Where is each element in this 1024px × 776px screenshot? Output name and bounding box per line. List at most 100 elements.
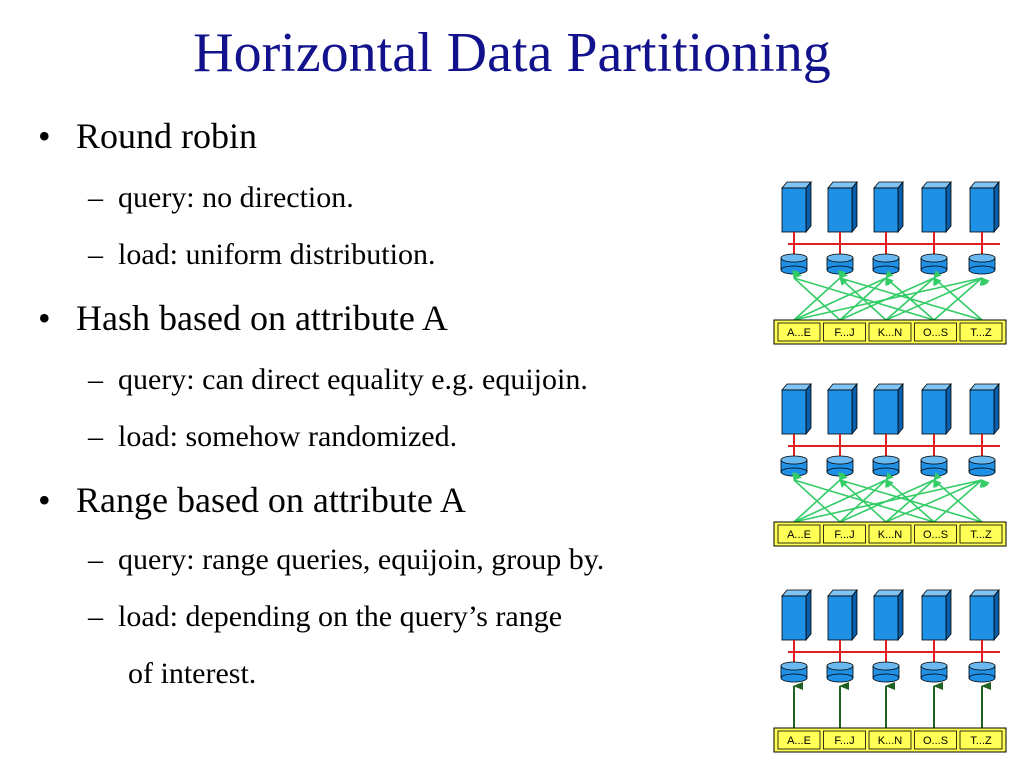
range-box [823,524,866,544]
disk-icon [780,455,808,477]
range-label: K...N [878,327,903,339]
sub-bullet-text: query: range queries, equijoin, group by… [118,543,605,576]
bullet-hash: • Hash based on attribute A [38,298,448,338]
range-box [914,524,957,544]
data-flow-arrow [933,479,990,523]
disk-icon [780,253,808,275]
data-flow-arrow [793,270,841,321]
range-box [823,730,866,750]
disk-icon [872,253,900,275]
data-flow-arrow [793,479,988,523]
data-flow-arrow [885,479,989,523]
data-flow-arrow [885,277,989,321]
dash-mark: – [88,543,103,576]
sub-bullet: –query: range queries, equijoin, group b… [88,540,604,580]
range-box [914,730,957,750]
sub-bullet: –load: depending on the query’s range [88,597,562,637]
sub-bullet-text: query: no direction. [118,181,354,214]
range-label: T...Z [970,529,992,541]
disk-icon [780,661,808,683]
dash-mark: – [88,600,103,633]
dash-mark: – [88,238,103,271]
bullet-text: Hash based on attribute A [76,298,448,338]
range-label: O...S [923,529,948,541]
server-icon [873,588,904,642]
range-label: O...S [923,735,948,747]
disk-icon [826,661,854,683]
range-label: F...J [834,735,854,747]
data-flow-arrow [885,277,942,321]
server-icon [969,588,1000,642]
range-box [777,322,821,342]
dash-mark: – [88,181,103,214]
range-box [777,730,821,750]
bullet-text: Range based on attribute A [76,480,466,520]
server-icon [827,180,858,234]
data-flow-arrow [793,479,893,523]
disk-icon [968,661,996,683]
bullet-mark: • [38,480,51,520]
range-label: A...E [787,735,811,747]
range-label: F...J [834,529,854,541]
sub-bullet-text: query: can direct equality e.g. equijoin… [118,363,588,396]
bullet-mark: • [38,298,51,338]
sub-bullet-text: load: somehow randomized. [118,420,458,453]
slide-title: Horizontal Data Partitioning [193,22,831,84]
data-flow-arrow [885,479,942,523]
server-icon [827,588,858,642]
server-icon [969,180,1000,234]
range-box [868,730,912,750]
range-label: O...S [923,327,948,339]
range-box [868,524,912,544]
range-box [914,322,957,342]
disk-icon [968,253,996,275]
sub-bullet-text: load: uniform distribution. [118,238,436,271]
dash-mark: – [88,420,103,453]
data-flow-arrow [839,479,894,523]
disk-icon [920,661,948,683]
server-icon [827,382,858,436]
range-box [959,524,1003,544]
data-flow-arrow [793,277,988,321]
round-robin-diagram: A...E F...J K...N O...S T...Z [768,178,1012,368]
disk-icon [920,455,948,477]
disk-icon [920,253,948,275]
bullet-round-robin: • Round robin [38,116,257,156]
disk-icon [826,253,854,275]
server-icon [921,382,952,436]
dash-mark: – [88,363,103,396]
sub-bullet: –load: somehow randomized. [88,417,457,457]
range-label: K...N [878,735,903,747]
range-box [959,322,1003,342]
sub-bullet: –load: uniform distribution. [88,235,435,275]
range-label: K...N [878,529,903,541]
sub-bullet-continuation: of interest. [128,657,257,690]
bullet-mark: • [38,116,51,156]
range-label: T...Z [970,735,992,747]
range-box [777,524,821,544]
server-icon [781,180,812,234]
data-flow-arrow [793,472,841,523]
disk-icon [872,455,900,477]
range-label: F...J [834,327,854,339]
disk-icon [872,661,900,683]
range-box [823,322,866,342]
server-icon [969,382,1000,436]
partition-diagram-svg: A...E F...J K...N O...S T...Z [773,588,1007,753]
range-label: A...E [787,327,811,339]
server-icon [921,588,952,642]
bullet-text: Round robin [76,116,258,156]
server-icon [781,588,812,642]
range-diagram: A...E F...J K...N O...S T...Z [768,586,1012,776]
disk-icon [968,455,996,477]
range-box [959,730,1003,750]
range-label: T...Z [970,327,992,339]
sub-bullet: –query: no direction. [88,178,354,218]
bullet-range: • Range based on attribute A [38,480,466,520]
server-icon [873,382,904,436]
range-box [868,322,912,342]
partition-diagram-svg: A...E F...J K...N O...S T...Z [773,180,1007,345]
data-flow-arrow [839,277,894,321]
